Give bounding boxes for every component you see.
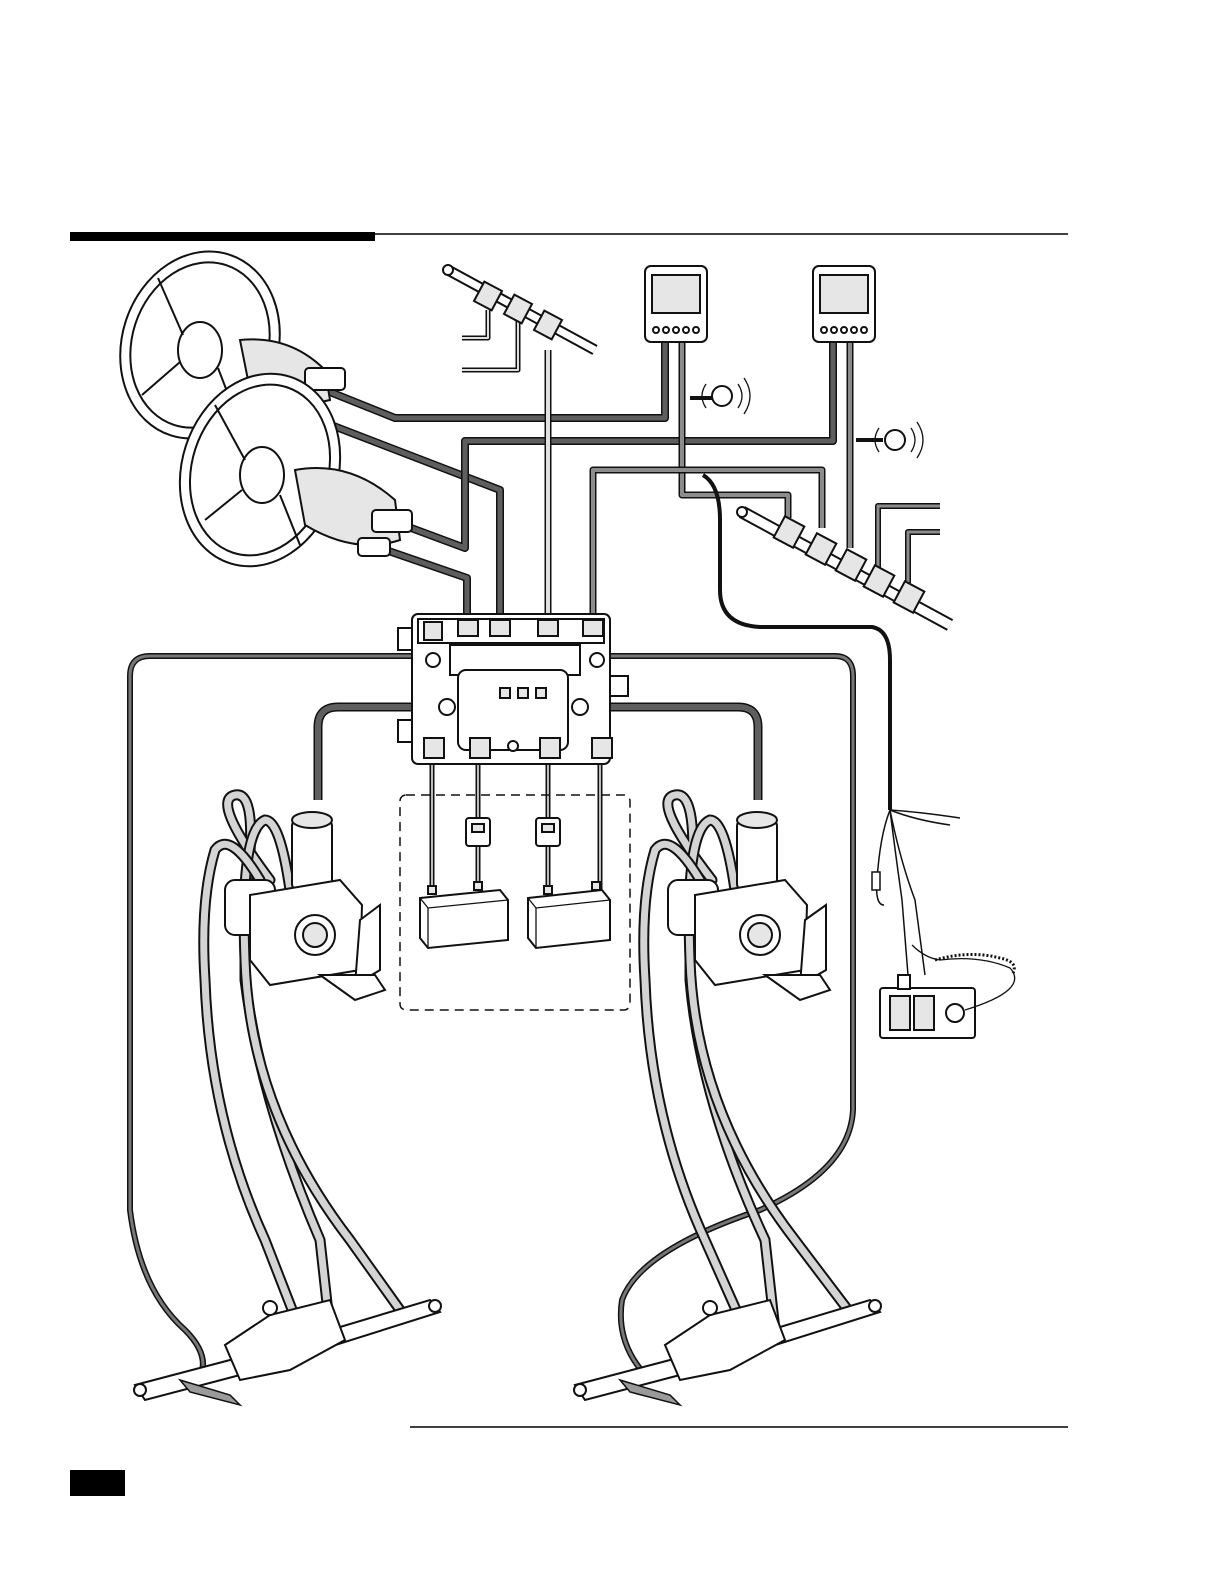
main-harness-cables — [318, 342, 833, 628]
battery-icon — [528, 882, 610, 948]
control-unit-icon — [398, 614, 628, 764]
steering-cylinder-icon — [134, 1300, 441, 1405]
feedback-cables — [130, 656, 853, 1385]
battery-cables — [432, 752, 600, 890]
switch-panel-icon — [880, 945, 1015, 1038]
page-number-tab — [70, 1470, 125, 1496]
display-icon — [813, 266, 875, 342]
network-backbone-icon — [737, 507, 950, 625]
circuit-breaker-icon — [466, 818, 490, 846]
header-rule — [70, 232, 1068, 241]
circuit-breaker-icon — [536, 818, 560, 846]
display-icon — [645, 266, 707, 342]
battery-icon — [420, 882, 508, 948]
